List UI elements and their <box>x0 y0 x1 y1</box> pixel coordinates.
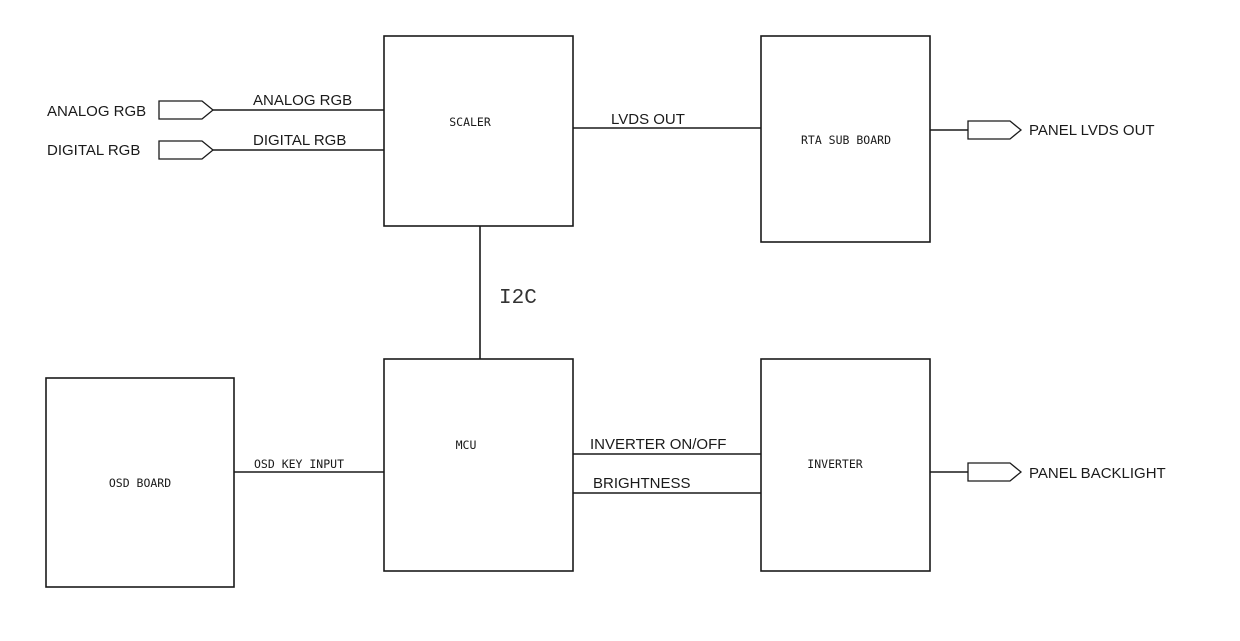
panel-lvds-out-label: PANEL LVDS OUT <box>1029 122 1155 139</box>
mcu-block: MCU <box>384 359 573 571</box>
digital-rgb-signal: DIGITAL RGB <box>213 132 384 150</box>
inverter-label: INVERTER <box>807 457 862 471</box>
osd-board-label: OSD BOARD <box>109 476 171 490</box>
panel-lvds-out-port: PANEL LVDS OUT <box>930 121 1155 139</box>
digital-rgb-input-port: DIGITAL RGB <box>47 141 213 159</box>
analog-rgb-signal-label: ANALOG RGB <box>253 92 352 109</box>
digital-rgb-input-label: DIGITAL RGB <box>47 142 140 159</box>
lvds-out-signal: LVDS OUT <box>573 111 761 128</box>
panel-lvds-out-connector-icon <box>968 121 1021 139</box>
digital-rgb-signal-label: DIGITAL RGB <box>253 132 346 149</box>
inverter-block: INVERTER <box>761 359 930 571</box>
mcu-label: MCU <box>456 438 477 452</box>
digital-rgb-connector-icon <box>159 141 213 159</box>
rta-sub-board-label: RTA SUB BOARD <box>801 133 891 147</box>
analog-rgb-input-label: ANALOG RGB <box>47 103 146 120</box>
i2c-signal-label: I2C <box>499 287 537 310</box>
inverter-on-off-signal: INVERTER ON/OFF <box>573 436 761 454</box>
inverter-on-off-signal-label: INVERTER ON/OFF <box>590 436 726 453</box>
osd-key-input-signal: OSD KEY INPUT <box>234 457 384 472</box>
panel-backlight-port: PANEL BACKLIGHT <box>930 463 1166 482</box>
i2c-signal: I2C <box>480 226 537 359</box>
analog-rgb-signal: ANALOG RGB <box>213 92 384 110</box>
brightness-signal-label: BRIGHTNESS <box>593 475 691 492</box>
lvds-out-signal-label: LVDS OUT <box>611 111 685 128</box>
osd-key-input-signal-label: OSD KEY INPUT <box>254 457 344 471</box>
scaler-label: SCALER <box>449 115 491 129</box>
osd-board-block: OSD BOARD <box>46 378 234 587</box>
rta-sub-board-block: RTA SUB BOARD <box>761 36 930 242</box>
panel-backlight-label: PANEL BACKLIGHT <box>1029 465 1166 482</box>
analog-rgb-connector-icon <box>159 101 213 119</box>
brightness-signal: BRIGHTNESS <box>573 475 761 493</box>
panel-backlight-connector-icon <box>968 463 1021 481</box>
analog-rgb-input-port: ANALOG RGB <box>47 101 213 120</box>
scaler-block: SCALER <box>384 36 573 226</box>
